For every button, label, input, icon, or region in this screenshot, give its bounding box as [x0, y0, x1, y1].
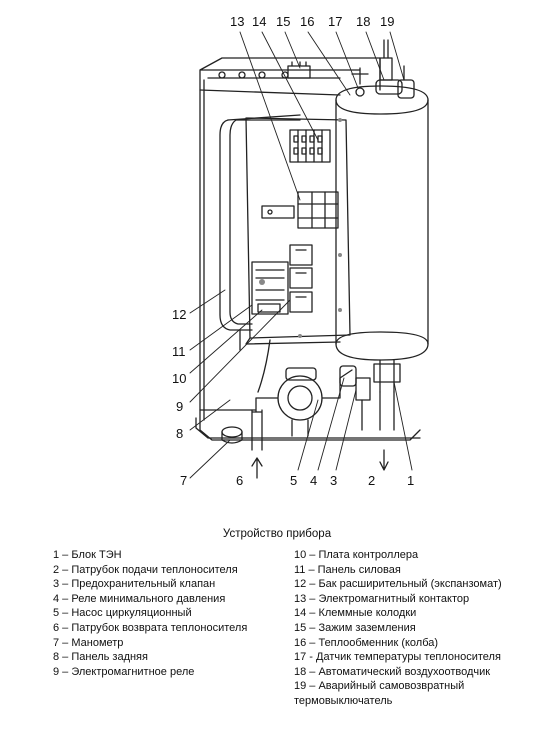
legend-item: 7 – Манометр	[53, 636, 124, 649]
legend-right: 10 – Плата контроллера 11 – Панель силов…	[294, 548, 537, 709]
callout-10: 10	[172, 371, 186, 386]
callout-19: 19	[380, 14, 394, 29]
legend-item: 10 – Плата контроллера	[294, 549, 419, 561]
legend-item: 15 – Зажим заземления	[294, 621, 416, 634]
legend-item: 4 – Реле минимального давления	[53, 592, 226, 605]
legend-item: 18 – Автоматический воздухоотводчик	[294, 665, 491, 678]
legend-left: 1 – Блок ТЭН 2 – Патрубок подачи теплоно…	[53, 548, 283, 679]
callout-15: 15	[276, 14, 290, 29]
legend-item: 16 – Теплообменник (колба)	[294, 636, 439, 649]
callout-4: 4	[310, 473, 317, 488]
callout-17: 17	[328, 14, 342, 29]
legend-item: 19 – Аварийный самовозвратный термовыклю…	[294, 680, 465, 707]
callout-18: 18	[356, 14, 370, 29]
legend-item: 8 – Панель задняя	[53, 651, 148, 664]
legend-item: 11 – Панель силовая	[294, 563, 401, 576]
controller-board	[251, 261, 289, 315]
legend-item: 1 – Блок ТЭН	[53, 549, 122, 561]
callout-2: 2	[368, 473, 375, 488]
return-pipe	[251, 409, 263, 479]
safety-valve	[355, 377, 371, 431]
safety-thermostat	[397, 65, 415, 99]
legend-item: 3 – Предохранительный клапан	[53, 578, 216, 591]
supply-pipe	[379, 391, 395, 471]
callout-6: 6	[236, 473, 243, 488]
callout-7: 7	[180, 473, 187, 488]
legend-item: 6 – Патрубок возврата теплоносителя	[53, 621, 248, 634]
pressure-relay	[339, 365, 357, 387]
manometer	[221, 426, 243, 444]
callout-11: 11	[172, 344, 186, 359]
legend-item: 2 – Патрубок подачи теплоносителя	[53, 563, 238, 576]
diagram-caption: Устройство прибора	[222, 528, 332, 540]
legend-item: 9 – Электромагнитное реле	[53, 665, 195, 678]
callout-14: 14	[252, 14, 266, 29]
callout-12: 12	[172, 307, 186, 322]
heat-exchanger-flask	[335, 67, 429, 361]
terminal-block	[289, 129, 331, 163]
callout-8: 8	[176, 426, 183, 441]
callout-5: 5	[290, 473, 297, 488]
expansion-tank	[219, 114, 301, 351]
legend-item: 14 – Клеммные колодки	[294, 607, 417, 620]
boiler-device-diagram: 13 14 15 16 17 18 19 12 11 10 9 8 7 6 5 …	[172, 14, 429, 488]
callout-1: 1	[407, 473, 414, 488]
legend-item: 17 - Датчик температуры теплоносителя	[294, 651, 501, 664]
legend-item: 12 – Бак расширительный (экспанзомат)	[294, 578, 502, 591]
legend-item: 5 – Насос циркуляционный	[53, 607, 192, 620]
legend-item: 13 – Электромагнитный контактор	[294, 592, 470, 605]
power-panel	[245, 117, 351, 345]
callout-13: 13	[230, 14, 244, 29]
back-panel	[195, 57, 421, 441]
callout-16: 16	[300, 14, 314, 29]
heating-element-block	[373, 359, 401, 393]
relay-stack	[289, 244, 313, 313]
contactor	[261, 191, 339, 229]
callout-9: 9	[176, 399, 183, 414]
callout-3: 3	[330, 473, 337, 488]
circulation-pump	[255, 367, 353, 437]
leader-lines	[189, 31, 413, 479]
